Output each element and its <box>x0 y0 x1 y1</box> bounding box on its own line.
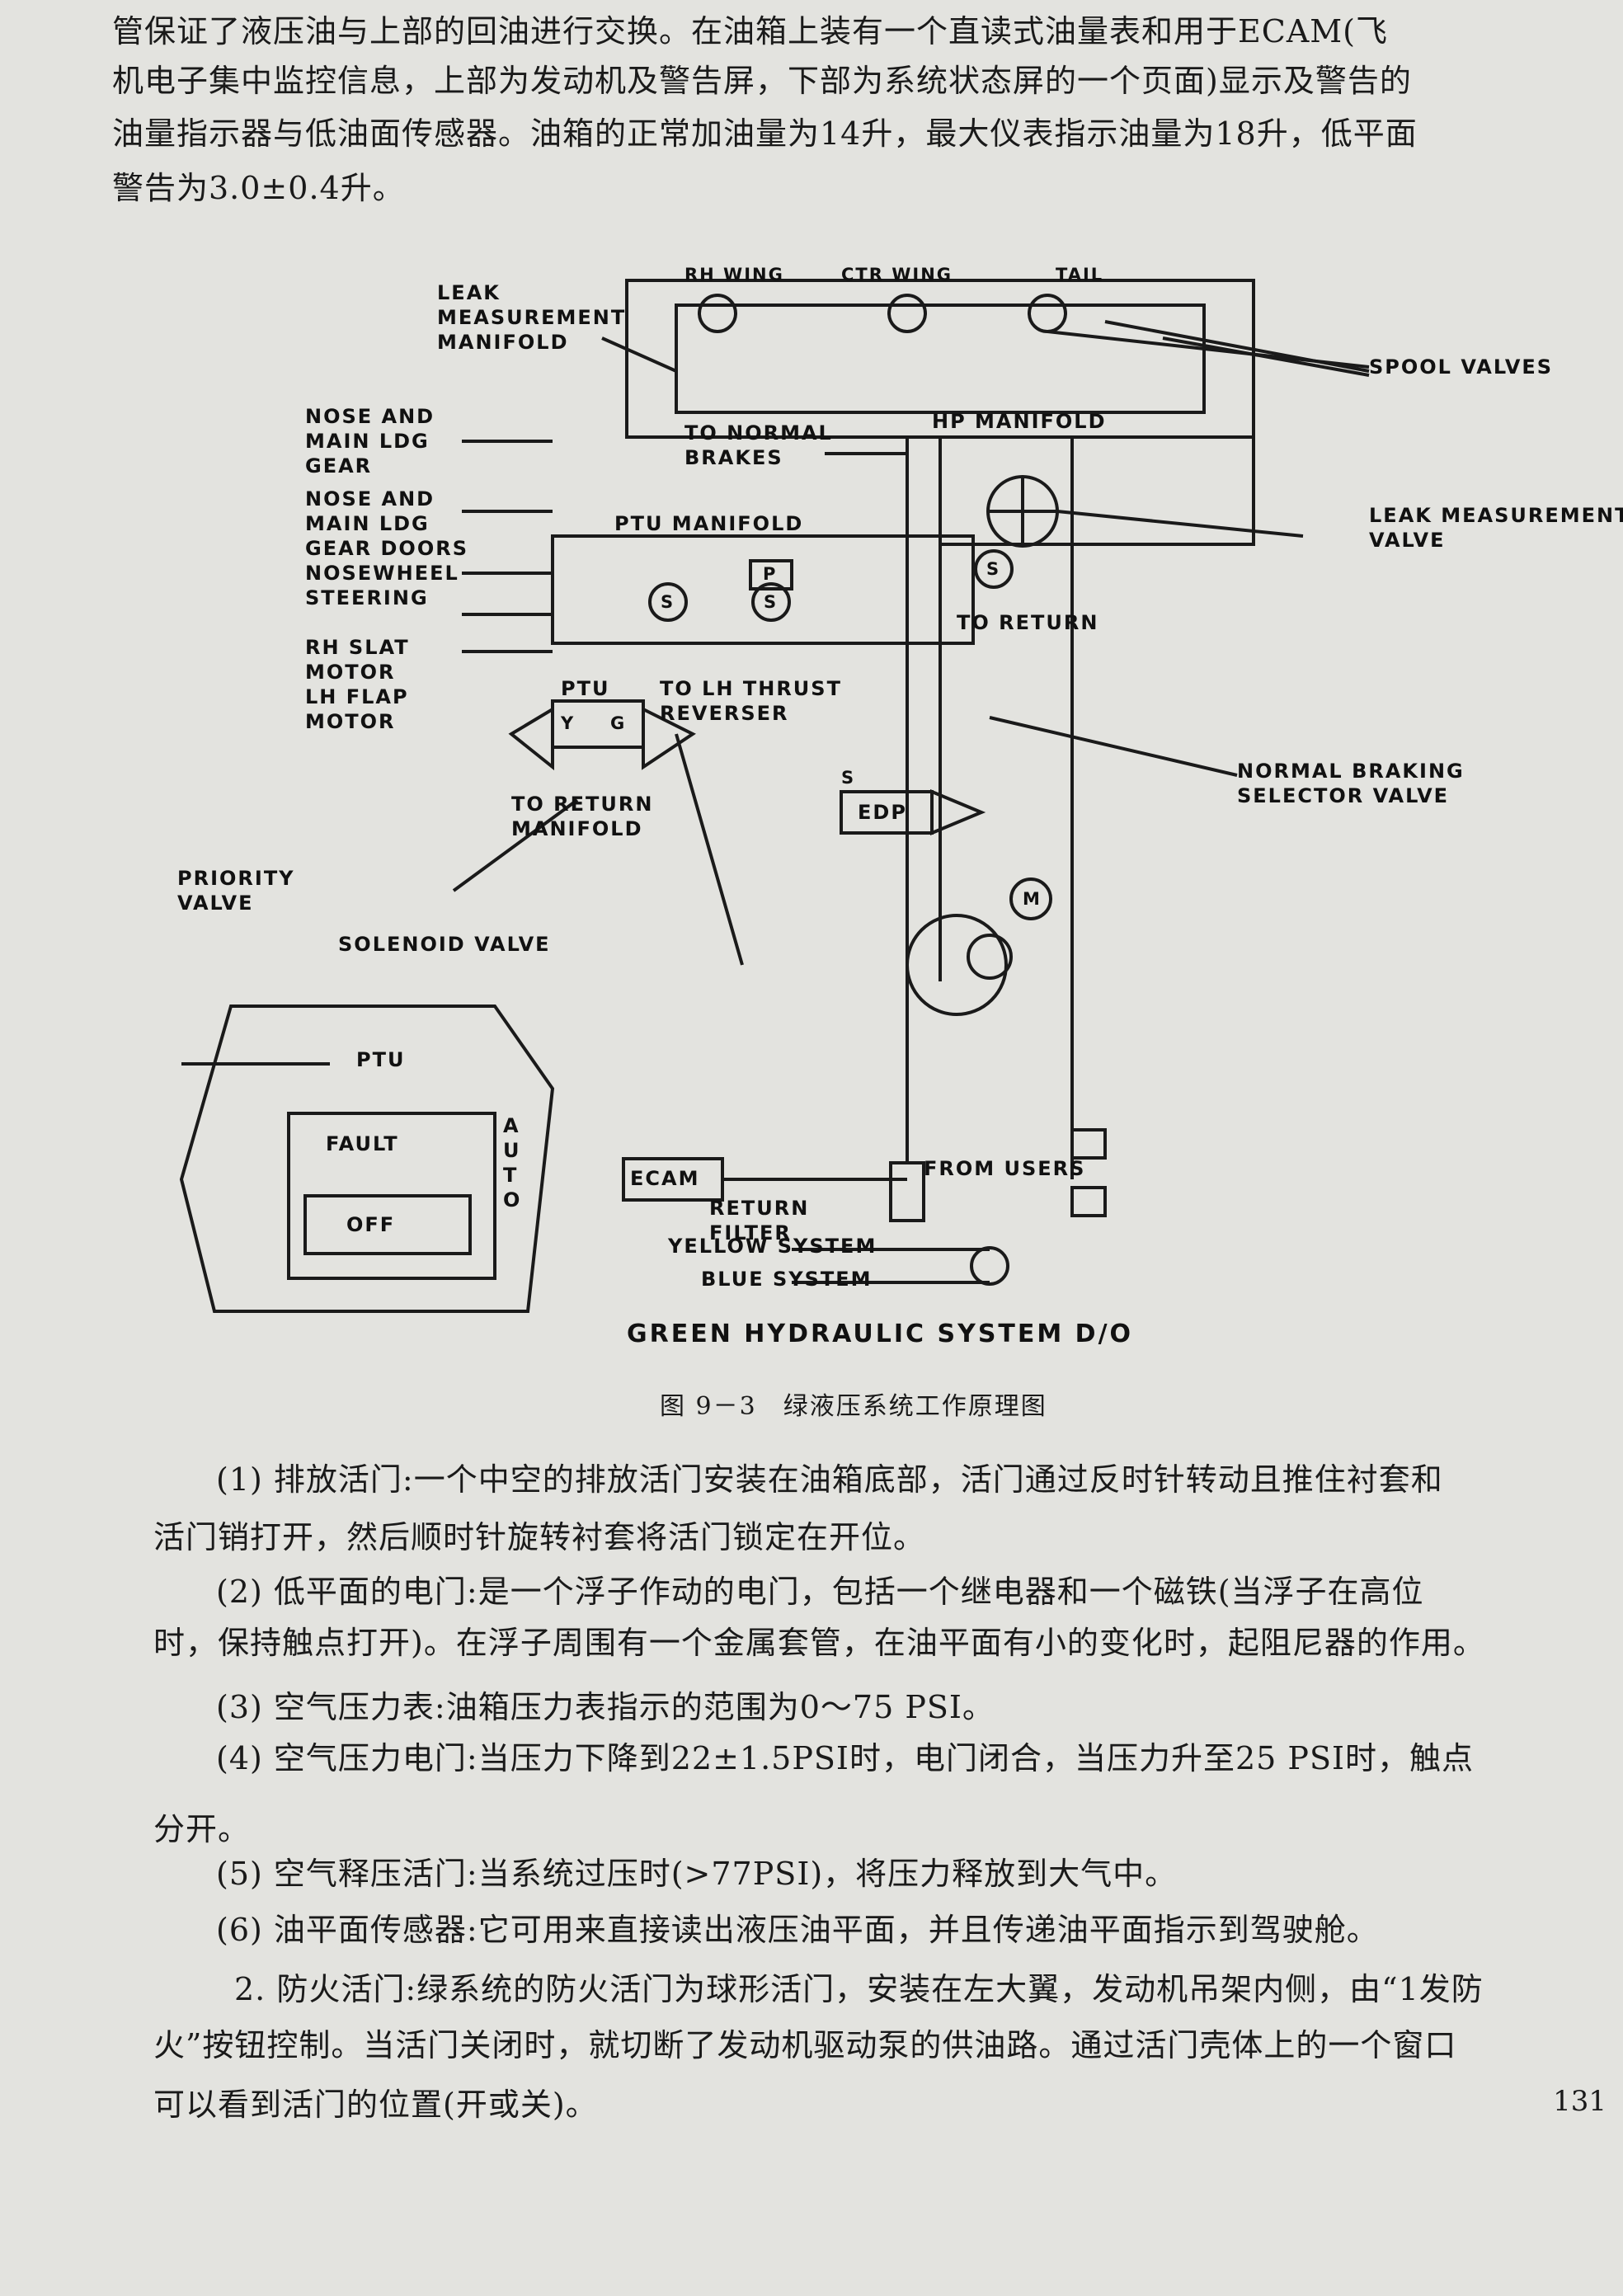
label-ptu-manifold: PTU MANIFOLD <box>614 512 804 535</box>
page-number: 131 <box>1553 2085 1607 2118</box>
label-to-return: TO RETURN <box>957 611 1099 634</box>
label-return-filter: RETURN FILTER <box>709 1197 810 1244</box>
label-ecam: ECAM <box>630 1167 700 1190</box>
text-line: 活门销打开，然后顺时针旋转衬套将活门锁定在开位。 <box>153 1519 926 1555</box>
text-line: 油量指示器与低油面传感器。油箱的正常加油量为14升，最大仪表指示油量为18升，低… <box>112 115 1418 152</box>
text-line: 火”按钮控制。当活门关闭时，就切断了发动机驱动泵的供油路。通过活门壳体上的一个窗… <box>153 2027 1457 2063</box>
figure-caption: 图 9－3 绿液压系统工作原理图 <box>660 1392 1047 1421</box>
label-tail: TAIL <box>1056 265 1104 285</box>
label-nose-main-gear: NOSE AND MAIN LDG GEAR <box>305 405 435 478</box>
label-to-return-manifold: TO RETURN MANIFOLD <box>511 793 654 840</box>
label-edp: EDP <box>858 801 907 824</box>
text-line: (4) 空气压力电门:当压力下降到22±1.5PSI时，电门闭合，当压力升至25… <box>216 1740 1474 1776</box>
hydraulic-diagram: LEAK MEASUREMENT MANIFOLD RH WING CTR WI… <box>165 239 1623 1369</box>
label-solenoid-valve: SOLENOID VALVE <box>338 933 551 956</box>
label-to-normal-brakes: TO NORMAL BRAKES <box>684 421 833 469</box>
label-rh-slat-motor: RH SLAT MOTOR <box>305 636 410 684</box>
text-line: 分开。 <box>153 1811 251 1847</box>
text-line: 机电子集中监控信息，上部为发动机及警告屏，下部为系统状态屏的一个页面)显示及警告… <box>112 63 1412 99</box>
text-line: 时，保持触点打开)。在浮子周围有一个金属套管，在油平面有小的变化时，起阻尼器的作… <box>153 1625 1485 1661</box>
label-nosewheel-steering: NOSEWHEEL STEERING <box>305 562 459 609</box>
label-s: S <box>986 559 1001 579</box>
label-to-lh-thrust-reverser: TO LH THRUST REVERSER <box>660 677 842 725</box>
label-ctr-wing: CTR WING <box>841 265 953 285</box>
label-leak-measurement-manifold: LEAK MEASUREMENT MANIFOLD <box>437 281 627 354</box>
label-hp-manifold: HP MANIFOLD <box>932 410 1107 433</box>
text-line: (6) 油平面传感器:它可用来直接读出液压油平面，并且传递油平面指示到驾驶舱。 <box>216 1912 1379 1948</box>
label-normal-braking-selector: NORMAL BRAKING SELECTOR VALVE <box>1237 760 1465 807</box>
label-s: S <box>764 592 779 612</box>
text-line: (5) 空气释压活门:当系统过压时(>77PSI)，将压力释放到大气中。 <box>216 1856 1178 1892</box>
panel-ptu-label: PTU <box>356 1048 406 1071</box>
text-line: 2. 防火活门:绿系统的防火活门为球形活门，安装在左大翼，发动机吊架内侧，由“1… <box>234 1971 1484 2007</box>
diagram-title: GREEN HYDRAULIC SYSTEM D/O <box>627 1320 1134 1348</box>
panel-auto-label: AUTO <box>503 1114 522 1212</box>
panel-off-label: OFF <box>346 1213 396 1236</box>
label-s: S <box>841 768 856 788</box>
text-line: 警告为3.0±0.4升。 <box>112 170 405 206</box>
label-s: S <box>661 592 675 612</box>
label-p: P <box>763 564 778 584</box>
label-blue-system: BLUE SYSTEM <box>701 1268 873 1291</box>
label-rh-wing: RH WING <box>684 265 784 285</box>
text-line: (2) 低平面的电门:是一个浮子作动的电门，包括一个继电器和一个磁铁(当浮子在高… <box>216 1574 1424 1610</box>
label-leak-measurement-valve: LEAK MEASUREMENT VALVE <box>1369 504 1623 552</box>
label-yellow-system: YELLOW SYSTEM <box>668 1235 877 1258</box>
diagram-lines <box>179 279 1370 1313</box>
label-lh-flap-motor: LH FLAP MOTOR <box>305 685 409 733</box>
text-line: 可以看到活门的位置(开或关)。 <box>153 2087 598 2123</box>
label-g: G <box>610 713 627 733</box>
label-m: M <box>1023 889 1042 909</box>
label-y: Y <box>561 713 576 733</box>
label-gear-doors: NOSE AND MAIN LDG GEAR DOORS <box>305 487 468 560</box>
label-priority-valve: PRIORITY VALVE <box>177 867 295 915</box>
label-ptu: PTU <box>561 677 610 700</box>
label-spool-valves: SPOOL VALVES <box>1369 355 1554 379</box>
text-line: (3) 空气压力表:油箱压力表指示的范围为0～75 PSI。 <box>216 1689 995 1725</box>
label-from-users: FROM USERS <box>924 1157 1086 1180</box>
text-line: (1) 排放活门:一个中空的排放活门安装在油箱底部，活门通过反时针转动且推住衬套… <box>216 1461 1443 1498</box>
panel-fault-label: FAULT <box>326 1132 399 1155</box>
text-line: 管保证了液压油与上部的回油进行交换。在油箱上装有一个直读式油量表和用于ECAM(… <box>112 13 1388 49</box>
